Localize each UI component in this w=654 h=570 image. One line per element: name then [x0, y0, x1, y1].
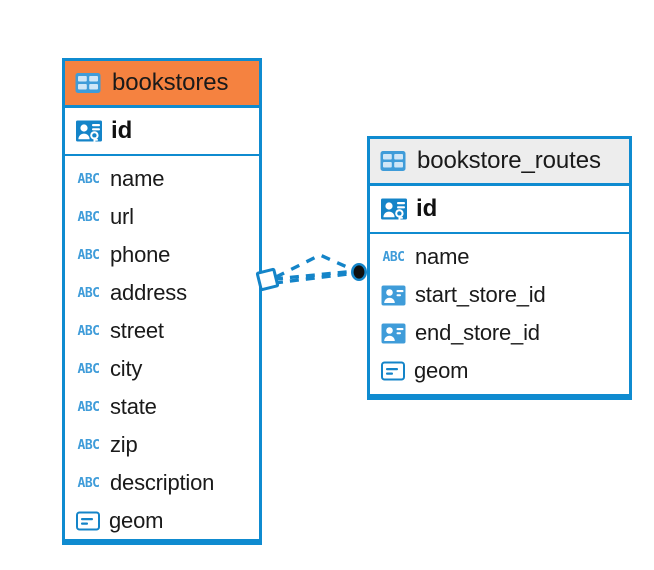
primary-key-row[interactable]: id [65, 108, 259, 156]
field-row[interactable]: geom [370, 352, 629, 390]
field-row[interactable]: ABC name [65, 160, 259, 198]
field-row[interactable]: ABC state [65, 388, 259, 426]
field-row[interactable]: ABC description [65, 464, 259, 502]
entity-bookstores[interactable]: bookstores id ABC name [62, 58, 262, 545]
text-type-icon: ABC [77, 323, 100, 339]
field-row[interactable]: ABC url [65, 198, 259, 236]
entity-header-bookstores[interactable]: bookstores [65, 61, 259, 108]
primary-key-label: id [111, 117, 133, 144]
relationship-connector-bookstores-to-bookstore-routes[interactable] [250, 245, 380, 305]
field-label: description [110, 470, 215, 495]
field-label: zip [110, 432, 138, 457]
primary-key-icon [379, 194, 409, 224]
text-type-icon: ABC [77, 437, 100, 453]
text-type-icon: ABC [382, 249, 405, 265]
table-icon [379, 147, 407, 175]
foreign-key-icon [380, 320, 407, 347]
text-type-icon: ABC [77, 475, 100, 491]
field-row[interactable]: geom [65, 502, 259, 540]
geometry-type-icon [380, 358, 406, 384]
primary-key-row[interactable]: id [370, 186, 629, 234]
text-type-icon: ABC [77, 247, 100, 263]
foreign-key-icon [380, 282, 407, 309]
text-type-icon: ABC [77, 171, 100, 187]
filled-circle-marker [351, 263, 367, 281]
field-label: city [110, 356, 143, 381]
field-label: state [110, 394, 157, 419]
text-type-icon: ABC [77, 361, 100, 377]
entity-header-bookstore-routes[interactable]: bookstore_routes [370, 139, 629, 186]
primary-key-label: id [416, 195, 438, 222]
field-label: start_store_id [415, 282, 546, 307]
field-row[interactable]: ABC phone [65, 236, 259, 274]
field-row[interactable]: ABC address [65, 274, 259, 312]
field-label: geom [414, 358, 469, 383]
field-label: street [110, 318, 164, 343]
primary-key-icon [74, 116, 104, 146]
field-list-bookstore-routes: ABC name start_store_id [370, 234, 629, 390]
field-label: url [110, 204, 134, 229]
entity-title: bookstores [112, 69, 229, 96]
entity-bookstore-routes[interactable]: bookstore_routes id ABC name [367, 136, 632, 400]
field-list-bookstores: ABC name ABC url ABC phone ABC address A… [65, 156, 259, 540]
field-row[interactable]: ABC street [65, 312, 259, 350]
field-label: geom [109, 508, 164, 533]
geometry-type-icon [75, 508, 101, 534]
field-row[interactable]: ABC name [370, 238, 629, 276]
entity-title: bookstore_routes [417, 147, 601, 174]
field-label: end_store_id [415, 320, 540, 345]
field-label: address [110, 280, 187, 305]
field-label: name [110, 166, 165, 191]
field-label: phone [110, 242, 171, 267]
field-row[interactable]: end_store_id [370, 314, 629, 352]
field-label: name [415, 244, 470, 269]
text-type-icon: ABC [77, 285, 100, 301]
text-type-icon: ABC [77, 209, 100, 225]
field-row[interactable]: ABC city [65, 350, 259, 388]
field-row[interactable]: start_store_id [370, 276, 629, 314]
table-icon [74, 69, 102, 97]
text-type-icon: ABC [77, 399, 100, 415]
field-row[interactable]: ABC zip [65, 426, 259, 464]
